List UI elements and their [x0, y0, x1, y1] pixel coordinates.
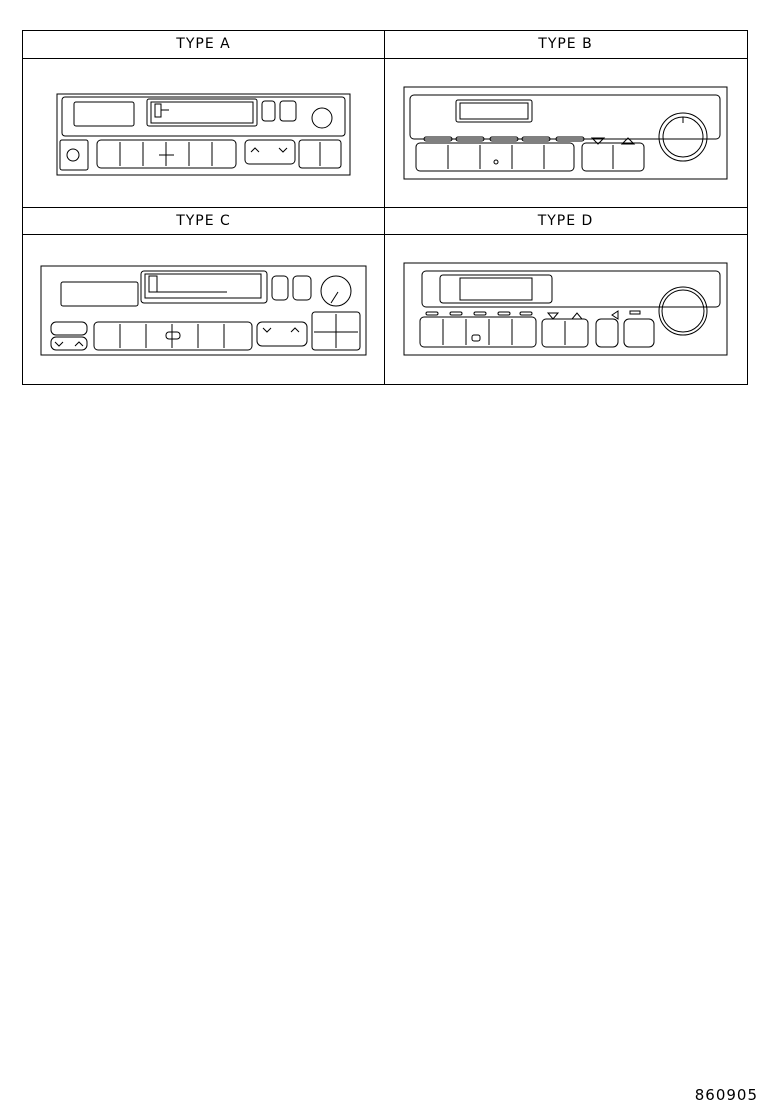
type-b-label: TYPE B — [538, 36, 593, 52]
row-divider — [23, 234, 747, 236]
radio-types-table: TYPE A TYPE B TYPE C TYPE D — [22, 30, 748, 385]
figure-number: 860905 — [694, 1086, 758, 1104]
type-c-radio-illustration — [41, 266, 367, 356]
type-c-label: TYPE C — [176, 213, 231, 229]
type-a-radio-illustration — [57, 94, 351, 176]
row-divider — [23, 207, 747, 209]
type-d-radio-illustration — [404, 263, 728, 357]
type-a-label: TYPE A — [176, 36, 231, 52]
row-divider — [23, 58, 747, 60]
type-d-label: TYPE D — [537, 213, 594, 229]
type-b-radio-illustration — [404, 87, 728, 181]
